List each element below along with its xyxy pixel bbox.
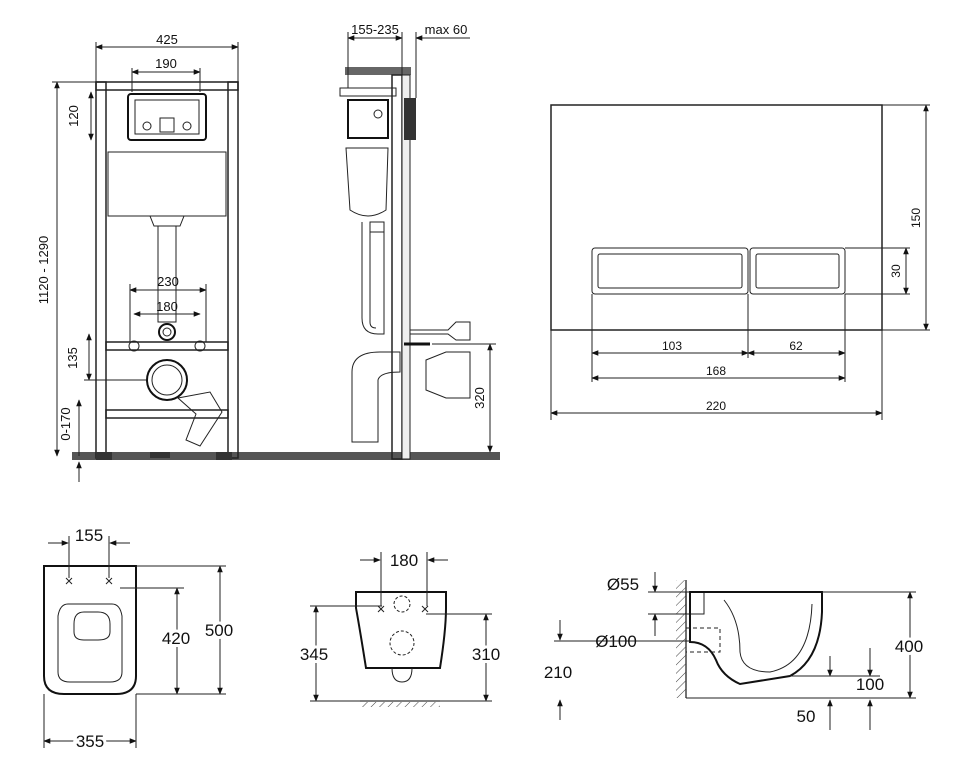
dim-max-depth: max 60 <box>425 22 468 37</box>
dim-bowl-inlet: Ø55 <box>607 575 639 594</box>
bowl-top-view: 155 420 500 355 <box>43 526 236 754</box>
dim-leg-adjust: 0-170 <box>58 407 73 440</box>
dim-bowl-front-hole-spacing: 180 <box>390 551 418 570</box>
dim-bowl-front-left-height: 345 <box>300 645 328 664</box>
dim-bowl-rim-offset: 50 <box>797 707 816 726</box>
dim-plate-width: 220 <box>706 399 726 413</box>
dim-bowl-outlet-height: 210 <box>544 663 572 682</box>
dim-frame-height: 1120 - 1290 <box>36 236 51 304</box>
dim-bowl-inner-length: 420 <box>162 629 190 648</box>
front-view-frame: 425 190 120 1120 - 1290 230 180 135 0-17… <box>36 32 500 482</box>
bowl-front-view: 180 345 310 <box>297 551 503 707</box>
dim-left-button: 103 <box>662 339 682 353</box>
dim-bowl-hole-spacing: 155 <box>75 526 103 545</box>
dim-bowl-length: 500 <box>205 621 233 640</box>
dim-plate-height: 150 <box>909 208 923 228</box>
dim-bowl-height: 400 <box>895 637 923 656</box>
dim-bowl-width: 355 <box>76 732 104 751</box>
dim-frame-width: 425 <box>156 32 178 47</box>
dim-bolt-spacing-outer: 230 <box>157 274 179 289</box>
dim-bowl-front-right-height: 310 <box>472 645 500 664</box>
dim-frame-top-height: 120 <box>66 105 81 127</box>
dim-bolt-spacing-inner: 180 <box>156 299 178 314</box>
dim-bowl-bottom-offset: 100 <box>856 675 884 694</box>
dim-frame-top-width: 190 <box>155 56 177 71</box>
bowl-side-view: Ø55 Ø100 210 400 100 50 <box>544 572 926 730</box>
dim-right-button: 62 <box>789 339 803 353</box>
dim-bowl-outlet: Ø100 <box>595 632 637 651</box>
side-view-frame: 155-235 max 60 320 <box>339 22 496 460</box>
dim-frame-depth: 155-235 <box>351 22 399 37</box>
dim-side-outlet-height: 320 <box>472 387 487 409</box>
flush-plate: 150 30 103 62 168 220 <box>550 104 930 420</box>
dim-outlet-height: 135 <box>65 347 80 369</box>
dim-button-height: 30 <box>889 264 903 278</box>
dim-buttons-total: 168 <box>706 364 726 378</box>
